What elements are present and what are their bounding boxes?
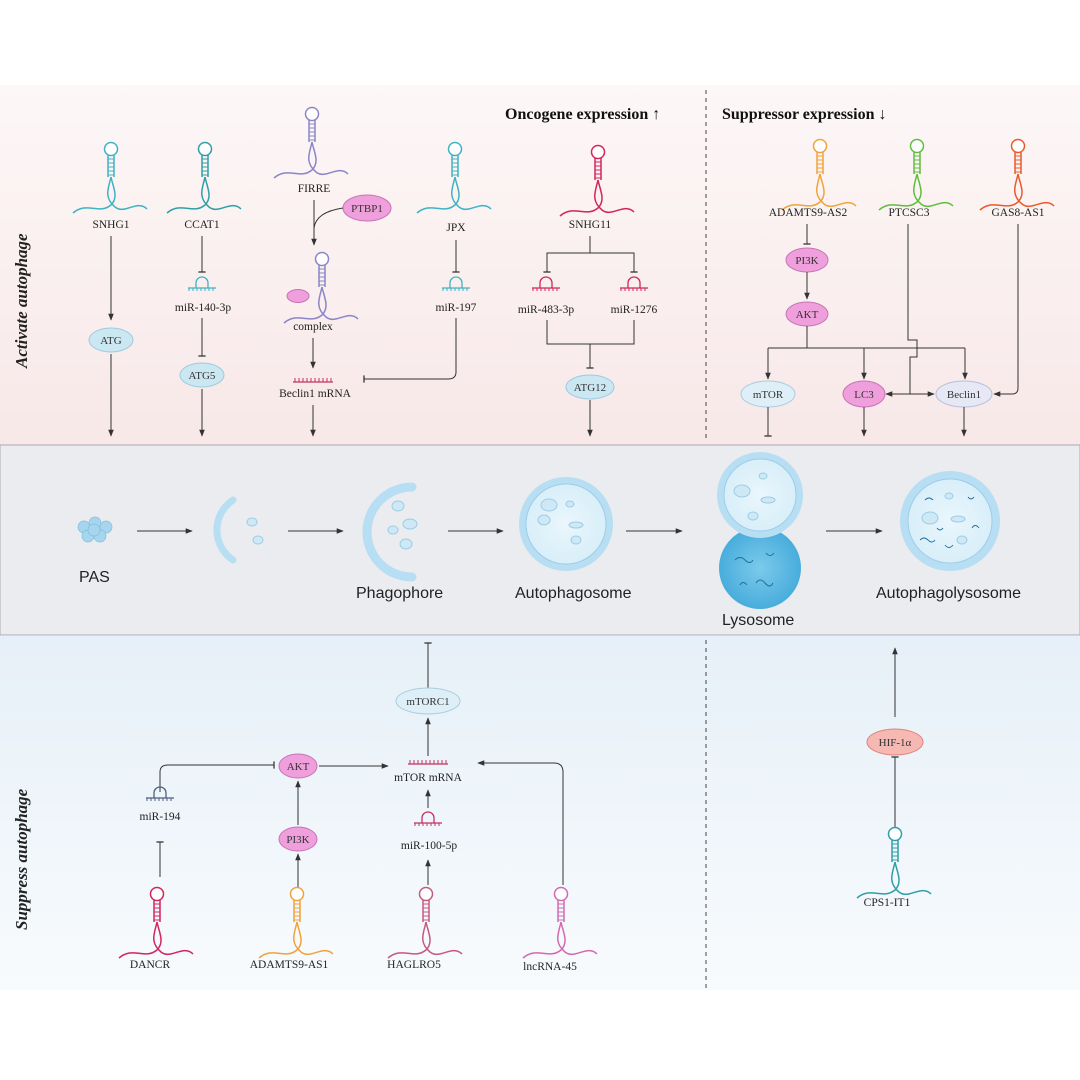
label-pas: PAS xyxy=(79,569,110,586)
label-ptcsc3: PTCSC3 xyxy=(889,207,930,219)
label-autophagosome: Autophagosome xyxy=(515,585,632,602)
label-pi3k-top: PI3K xyxy=(795,255,818,267)
label-ccat1: CCAT1 xyxy=(184,219,219,231)
protein-atg5 xyxy=(179,362,225,388)
label-ptbp1: PTBP1 xyxy=(351,203,383,215)
label-pi3k-bottom: PI3K xyxy=(286,834,309,846)
label-dancr: DANCR xyxy=(130,959,171,971)
complex-protein-icon xyxy=(286,289,310,303)
label-firre: FIRRE xyxy=(298,183,331,195)
label-beclin1: Beclin1 xyxy=(947,389,981,401)
label-hif1a: HIF-1α xyxy=(879,737,912,749)
label-jpx: JPX xyxy=(446,222,466,234)
label-mir-100-5p: miR-100-5p xyxy=(401,840,457,852)
label-mtorc1: mTORC1 xyxy=(406,696,449,708)
label-cps1-it1: CPS1-IT1 xyxy=(864,897,911,909)
header-suppressor: Suppressor expression ↓ xyxy=(722,106,886,123)
protein-mtorc1 xyxy=(395,687,461,715)
label-atg5: ATG5 xyxy=(189,370,216,382)
label-haglro5: HAGLRO5 xyxy=(387,959,441,971)
suppress-panel xyxy=(0,636,1080,990)
phagophore-icon xyxy=(362,482,417,582)
activate-panel xyxy=(0,85,1080,445)
lysosome-icon xyxy=(719,527,801,609)
protein-pi3k-bottom xyxy=(278,826,318,852)
label-gas8-as1: GAS8-AS1 xyxy=(991,207,1044,219)
header-oncogene: Oncogene expression ↑ xyxy=(505,106,660,123)
label-mir-483-3p: miR-483-3p xyxy=(518,304,574,316)
label-activate: Activate autophage xyxy=(12,233,31,369)
protein-atg12 xyxy=(565,374,615,400)
label-akt-bottom: AKT xyxy=(287,761,310,773)
label-atg12: ATG12 xyxy=(574,382,606,394)
label-lysosome: Lysosome xyxy=(722,612,794,629)
label-suppress: Suppress autophage xyxy=(12,788,31,930)
label-atg: ATG xyxy=(100,335,121,347)
protein-akt-bottom xyxy=(278,753,318,779)
label-lc3: LC3 xyxy=(854,389,874,401)
label-beclin1-mrna: Beclin1 mRNA xyxy=(279,388,352,400)
label-snhg11: SNHG11 xyxy=(569,219,612,231)
pas-icon xyxy=(77,516,113,543)
label-lncrna-45: lncRNA-45 xyxy=(523,961,577,973)
label-mtor-mrna: mTOR mRNA xyxy=(394,772,463,784)
label-mtor: mTOR xyxy=(753,389,784,401)
protein-atg xyxy=(88,327,134,353)
label-adamts9-as2: ADAMTS9-AS2 xyxy=(769,207,848,219)
label-akt-top: AKT xyxy=(796,309,819,321)
label-mir-1276: miR-1276 xyxy=(611,304,658,316)
label-autophagolysosome: Autophagolysosome xyxy=(876,585,1021,602)
label-snhg1: SNHG1 xyxy=(92,219,129,231)
label-complex: complex xyxy=(293,321,333,333)
label-mir-194: miR-194 xyxy=(140,811,181,823)
label-mir-140-3p: miR-140-3p xyxy=(175,302,231,314)
isolation-membrane-icon xyxy=(213,496,237,564)
label-adamts9-as1: ADAMTS9-AS1 xyxy=(250,959,329,971)
label-phagophore: Phagophore xyxy=(356,585,443,602)
label-mir-197: miR-197 xyxy=(436,302,477,314)
protein-hif1a xyxy=(866,728,924,756)
